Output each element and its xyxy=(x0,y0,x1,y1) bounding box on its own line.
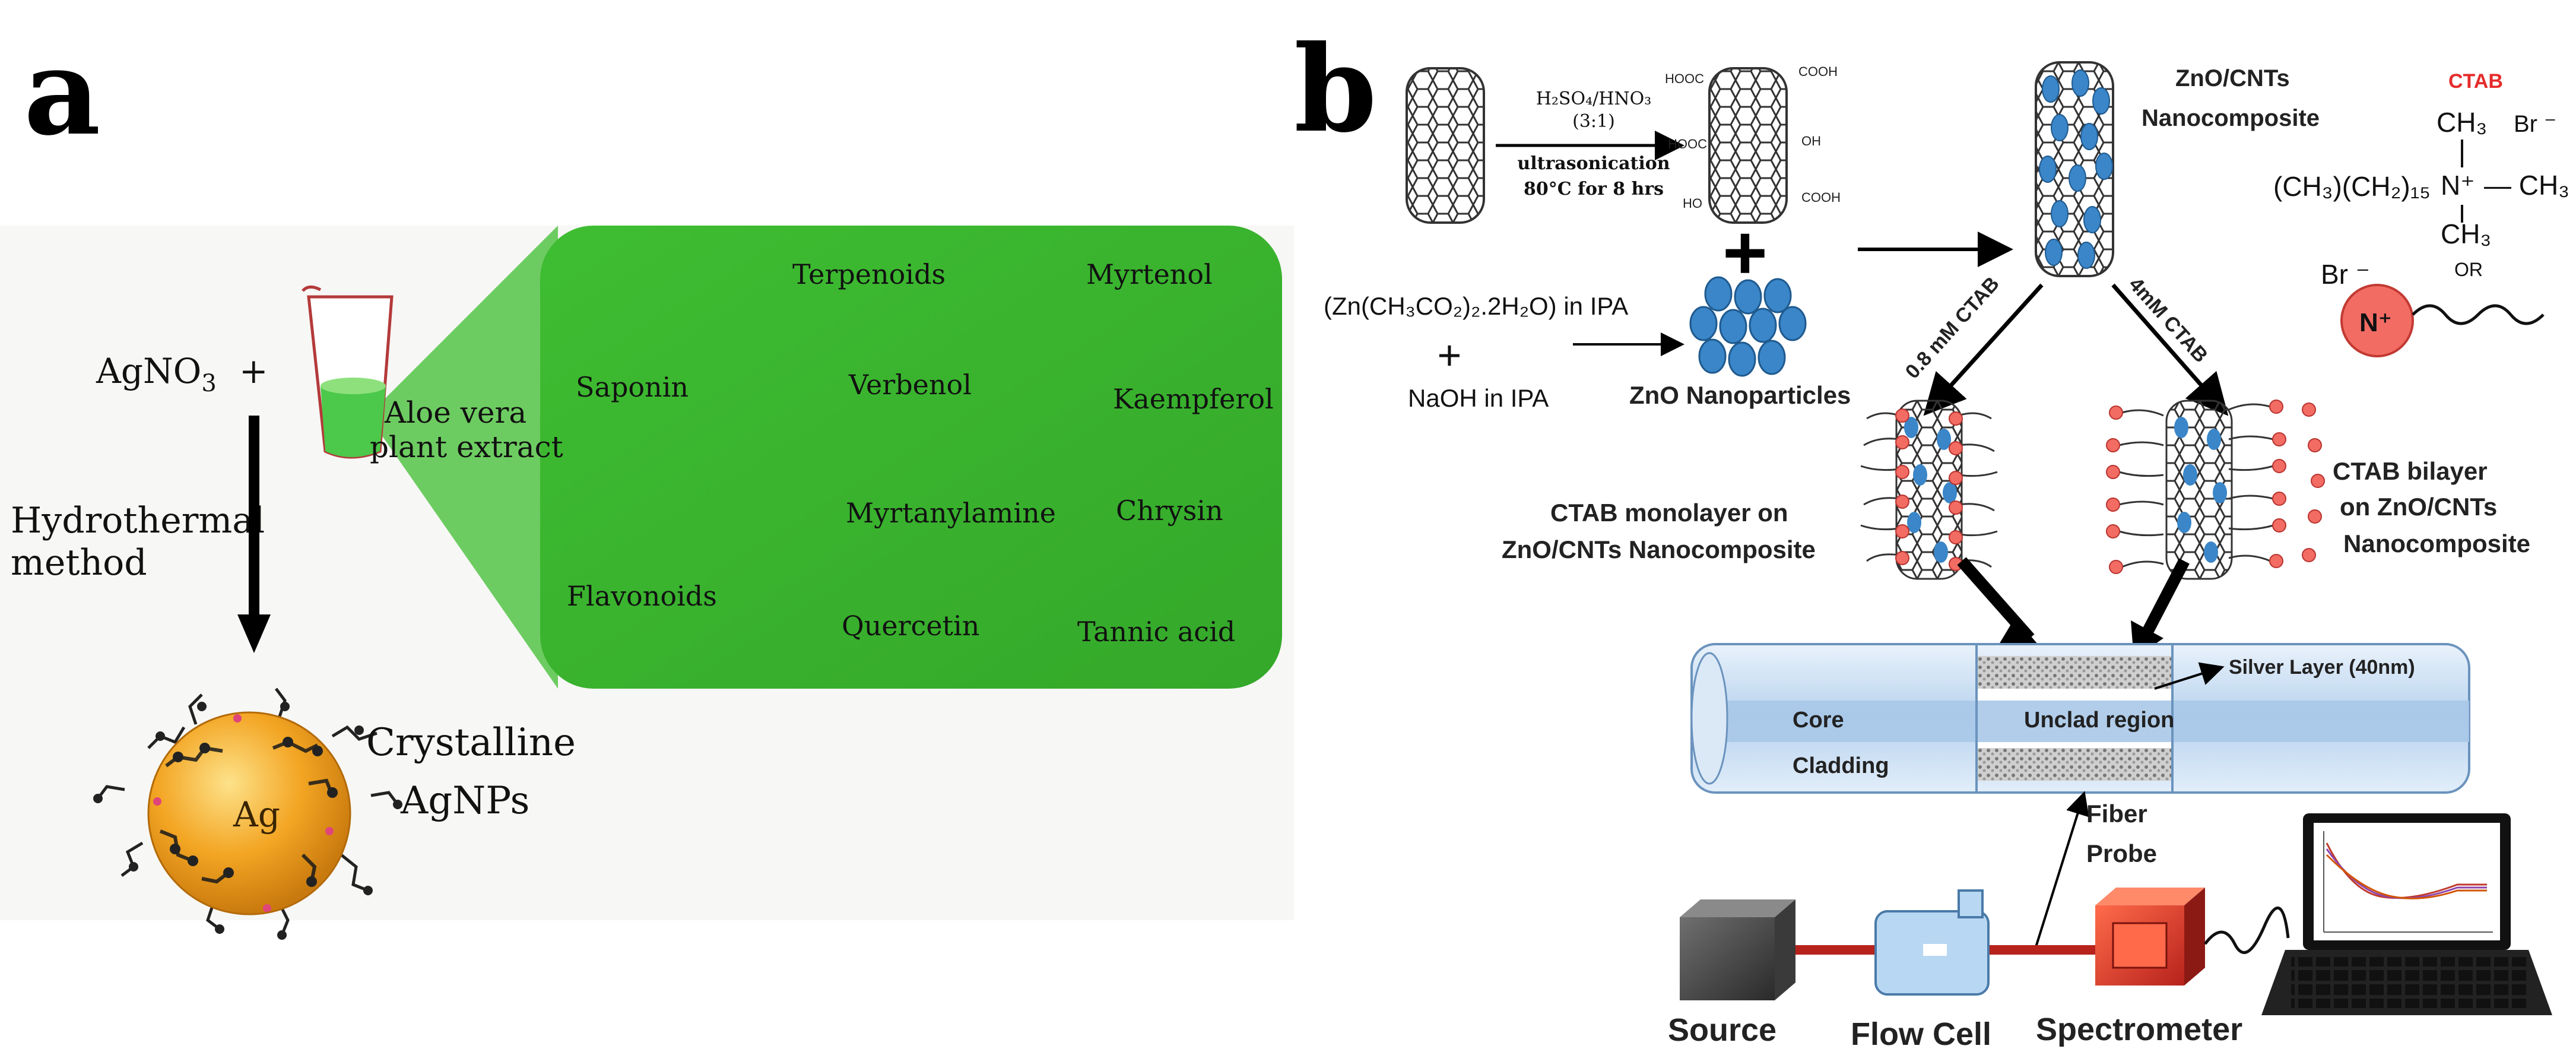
method-line1: Hydrothermal xyxy=(11,500,265,541)
fiber-core-label: Core xyxy=(1793,708,1844,733)
optical-fiber-icon xyxy=(1690,643,2470,794)
compound-flavonoids: Flavonoids xyxy=(567,580,717,612)
bilayer-line2: on ZnO/CNTs xyxy=(2340,493,2497,521)
zinc-precursor: (Zn(CH₃CO₂)₂.2H₂O) in IPA xyxy=(1324,292,1628,320)
coat-arrow-right-icon xyxy=(2140,558,2190,638)
ctab-n-plus: N⁺ xyxy=(2441,170,2475,201)
beaker-icon xyxy=(302,286,394,459)
method-line2: method xyxy=(11,542,147,584)
compounds-box xyxy=(540,226,1282,689)
monolayer-line1: CTAB monolayer on xyxy=(1550,499,1788,527)
panel-a-label: a xyxy=(24,23,101,162)
ctab-ch3-top: CH₃ xyxy=(2437,107,2487,138)
silver-layer-label: Silver Layer (40nm) xyxy=(2229,656,2415,679)
cnt-functionalized-icon xyxy=(1708,67,1788,224)
compound-myrtanylamine: Myrtanylamine xyxy=(846,497,1056,529)
precursor-plus: + xyxy=(1438,332,1462,378)
ctab-head-label: N⁺ xyxy=(2359,308,2392,337)
compound-chrysin: Chrysin xyxy=(1116,495,1223,527)
ctab-ch3-right: — CH₃ xyxy=(2484,170,2569,201)
probe-line1: Fiber xyxy=(2086,800,2147,828)
panel-b-label: b xyxy=(1294,20,1377,159)
flow-cell-icon xyxy=(1874,889,1990,996)
reactant-agno3: AgNO3 xyxy=(96,351,217,397)
ctab-chain: (CH₃)(CH₂)₁₅ xyxy=(2273,171,2431,202)
product-line2: AgNPs xyxy=(400,779,529,823)
light-source-icon xyxy=(1680,899,1795,1000)
monolayer-line2: ZnO/CNTs Nanocomposite xyxy=(1502,535,1816,563)
ctab-ch3-bottom: CH₃ xyxy=(2441,218,2491,249)
ctab-or: OR xyxy=(2454,259,2483,280)
bilayer-line3: Nanocomposite xyxy=(2343,530,2530,557)
branch-arrow-high-icon xyxy=(2111,283,2229,416)
compound-kaempferol: Kaempferol xyxy=(1113,383,1274,415)
zno-cnt-composite-icon xyxy=(2035,61,2114,277)
beaker-label-line1: Aloe vera xyxy=(384,395,526,430)
down-arrow-icon xyxy=(237,416,271,653)
probe-line2: Probe xyxy=(2086,839,2157,867)
functional-groups: HOOC COOH HOOC OH HO COOH xyxy=(1665,64,1841,211)
branch-arrow-low-icon xyxy=(1923,283,2044,416)
svg-text:OH: OH xyxy=(1801,134,1821,148)
ctab-title: CTAB xyxy=(2448,70,2503,93)
silver-nanoparticle-icon xyxy=(93,687,402,940)
probe-pointer-icon xyxy=(2035,791,2089,948)
bilayer-line1: CTAB bilayer xyxy=(2333,457,2488,485)
conditions-label: 80°C for 8 hrs xyxy=(1524,179,1664,199)
compound-saponin: Saponin xyxy=(576,371,689,403)
svg-text:COOH: COOH xyxy=(1801,190,1841,205)
ultrasonication-label: ultrasonication xyxy=(1517,153,1670,174)
monolayer-composite-icon xyxy=(1860,400,1998,580)
bilayer-composite-icon xyxy=(2106,400,2325,580)
panel-a: a Terpenoids Myrtenol Saponin Verbenol K… xyxy=(0,23,1294,940)
svg-text:HOOC: HOOC xyxy=(1668,137,1707,151)
compound-terpenoids: Terpenoids xyxy=(792,258,946,290)
ratio-label: (3:1) xyxy=(1572,111,1615,132)
source-label: Source xyxy=(1668,1012,1776,1048)
reactant-plus: + xyxy=(239,351,268,391)
nanocomposite-line1: ZnO/CNTs xyxy=(2175,65,2290,91)
nanoparticle-core-label: Ag xyxy=(233,794,280,835)
product-line1: Crystalline xyxy=(366,721,576,765)
laptop-icon xyxy=(2261,813,2552,1015)
svg-text:COOH: COOH xyxy=(1798,64,1838,79)
conc-high-label: 4mM CTAB xyxy=(2124,273,2212,367)
zoom-wedge xyxy=(368,226,558,689)
spectrometer-icon xyxy=(2095,888,2205,986)
beaker-label-line2: plant extract xyxy=(370,430,563,464)
compounds-list: Terpenoids Myrtenol Saponin Verbenol Kae… xyxy=(567,258,1274,648)
fiber-cladding-label: Cladding xyxy=(1793,753,1889,778)
compound-tannic-acid: Tannic acid xyxy=(1077,616,1235,648)
conc-low-label: 0.8 mM CTAB xyxy=(1901,272,2004,383)
panel-b: b H₂SO₄/HNO₃ (3:1) ultrasonication 80°C … xyxy=(1294,20,2569,1052)
usb-cable-icon xyxy=(2204,906,2290,954)
svg-text:HOOC: HOOC xyxy=(1665,71,1704,86)
nanocomposite-line2: Nanocomposite xyxy=(2142,105,2320,131)
compound-quercetin: Quercetin xyxy=(842,610,979,642)
svg-text:HO: HO xyxy=(1683,196,1702,211)
compound-verbenol: Verbenol xyxy=(848,369,972,401)
spectrometer-label: Spectrometer xyxy=(2036,1012,2242,1047)
flow-cell-label: Flow Cell xyxy=(1851,1016,1991,1052)
zno-nanoparticles-icon xyxy=(1689,276,1807,377)
compound-myrtenol: Myrtenol xyxy=(1086,258,1213,290)
ctab-tail-icon xyxy=(2412,304,2545,325)
acid-label: H₂SO₄/HNO₃ xyxy=(1536,88,1652,109)
ctab-head-icon xyxy=(2340,284,2414,357)
cnt-pristine-icon xyxy=(1406,67,1485,224)
zno-nanoparticles-label: ZnO Nanoparticles xyxy=(1629,381,1851,409)
naoh-label: NaOH in IPA xyxy=(1408,384,1549,412)
ctab-br-top: Br ⁻ xyxy=(2514,111,2556,137)
fiber-unclad-label: Unclad region xyxy=(2024,708,2174,733)
silver-pointer-icon xyxy=(2154,662,2225,690)
ctab-br-bottom: Br ⁻ xyxy=(2321,259,2370,290)
